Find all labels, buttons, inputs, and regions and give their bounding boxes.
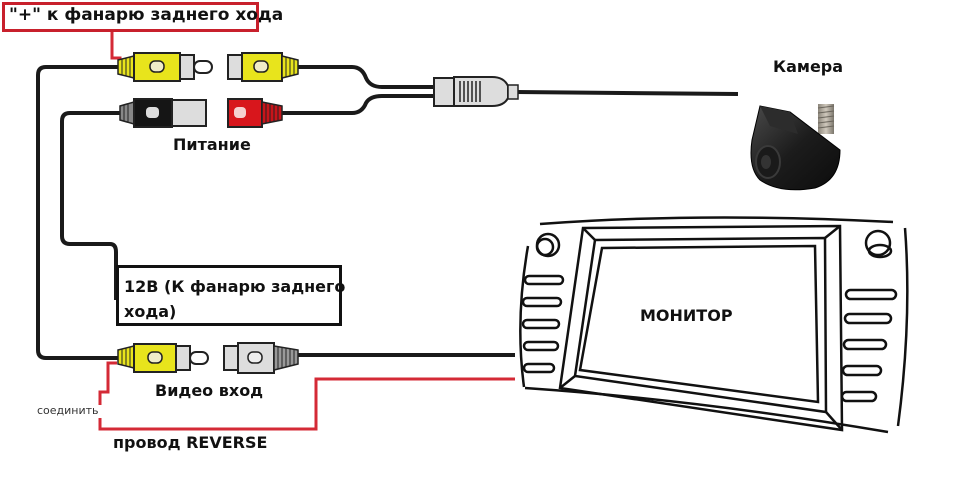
twelve-v-label-line1: 12В (К фанарю заднего [124, 277, 346, 296]
camera-connector [433, 76, 519, 107]
wire-reverse-main [98, 377, 515, 431]
monitor-buttons-left [521, 274, 565, 374]
wire-video-loop [36, 65, 118, 360]
wire-reverse-plus [110, 32, 122, 62]
video-in-label: Видео вход [155, 381, 264, 400]
twelve-v-label-line2: хода) [124, 302, 177, 321]
power-plug-black [119, 98, 207, 128]
wire-reverse [98, 361, 117, 405]
power-label: Питание [173, 135, 251, 154]
wire-video-camera [298, 65, 436, 89]
monitor-label: МОНИТОР [640, 306, 733, 325]
twelve-v-label-box [116, 265, 342, 326]
camera-label: Камера [773, 57, 844, 76]
reverse-wire-label: провод REVERSE [113, 433, 268, 452]
reverse-plus-label: "+" к фанарю заднего хода [9, 5, 284, 25]
wire-power-camera [282, 94, 436, 115]
rca-plug-yellow-bottom [117, 343, 209, 373]
rca-jack-yellow-top [227, 52, 299, 82]
wire-camera [515, 90, 739, 96]
rca-jack-gray-bottom [223, 342, 299, 374]
rca-plug-yellow-top [117, 52, 213, 82]
wire-12v [60, 111, 120, 300]
monitor-image [519, 216, 909, 434]
power-jack-red [227, 98, 283, 128]
camera-image [750, 104, 841, 191]
connect-label: соединить [37, 404, 99, 417]
monitor-buttons-right [840, 288, 898, 403]
reverse-plus-label-box [2, 2, 259, 32]
